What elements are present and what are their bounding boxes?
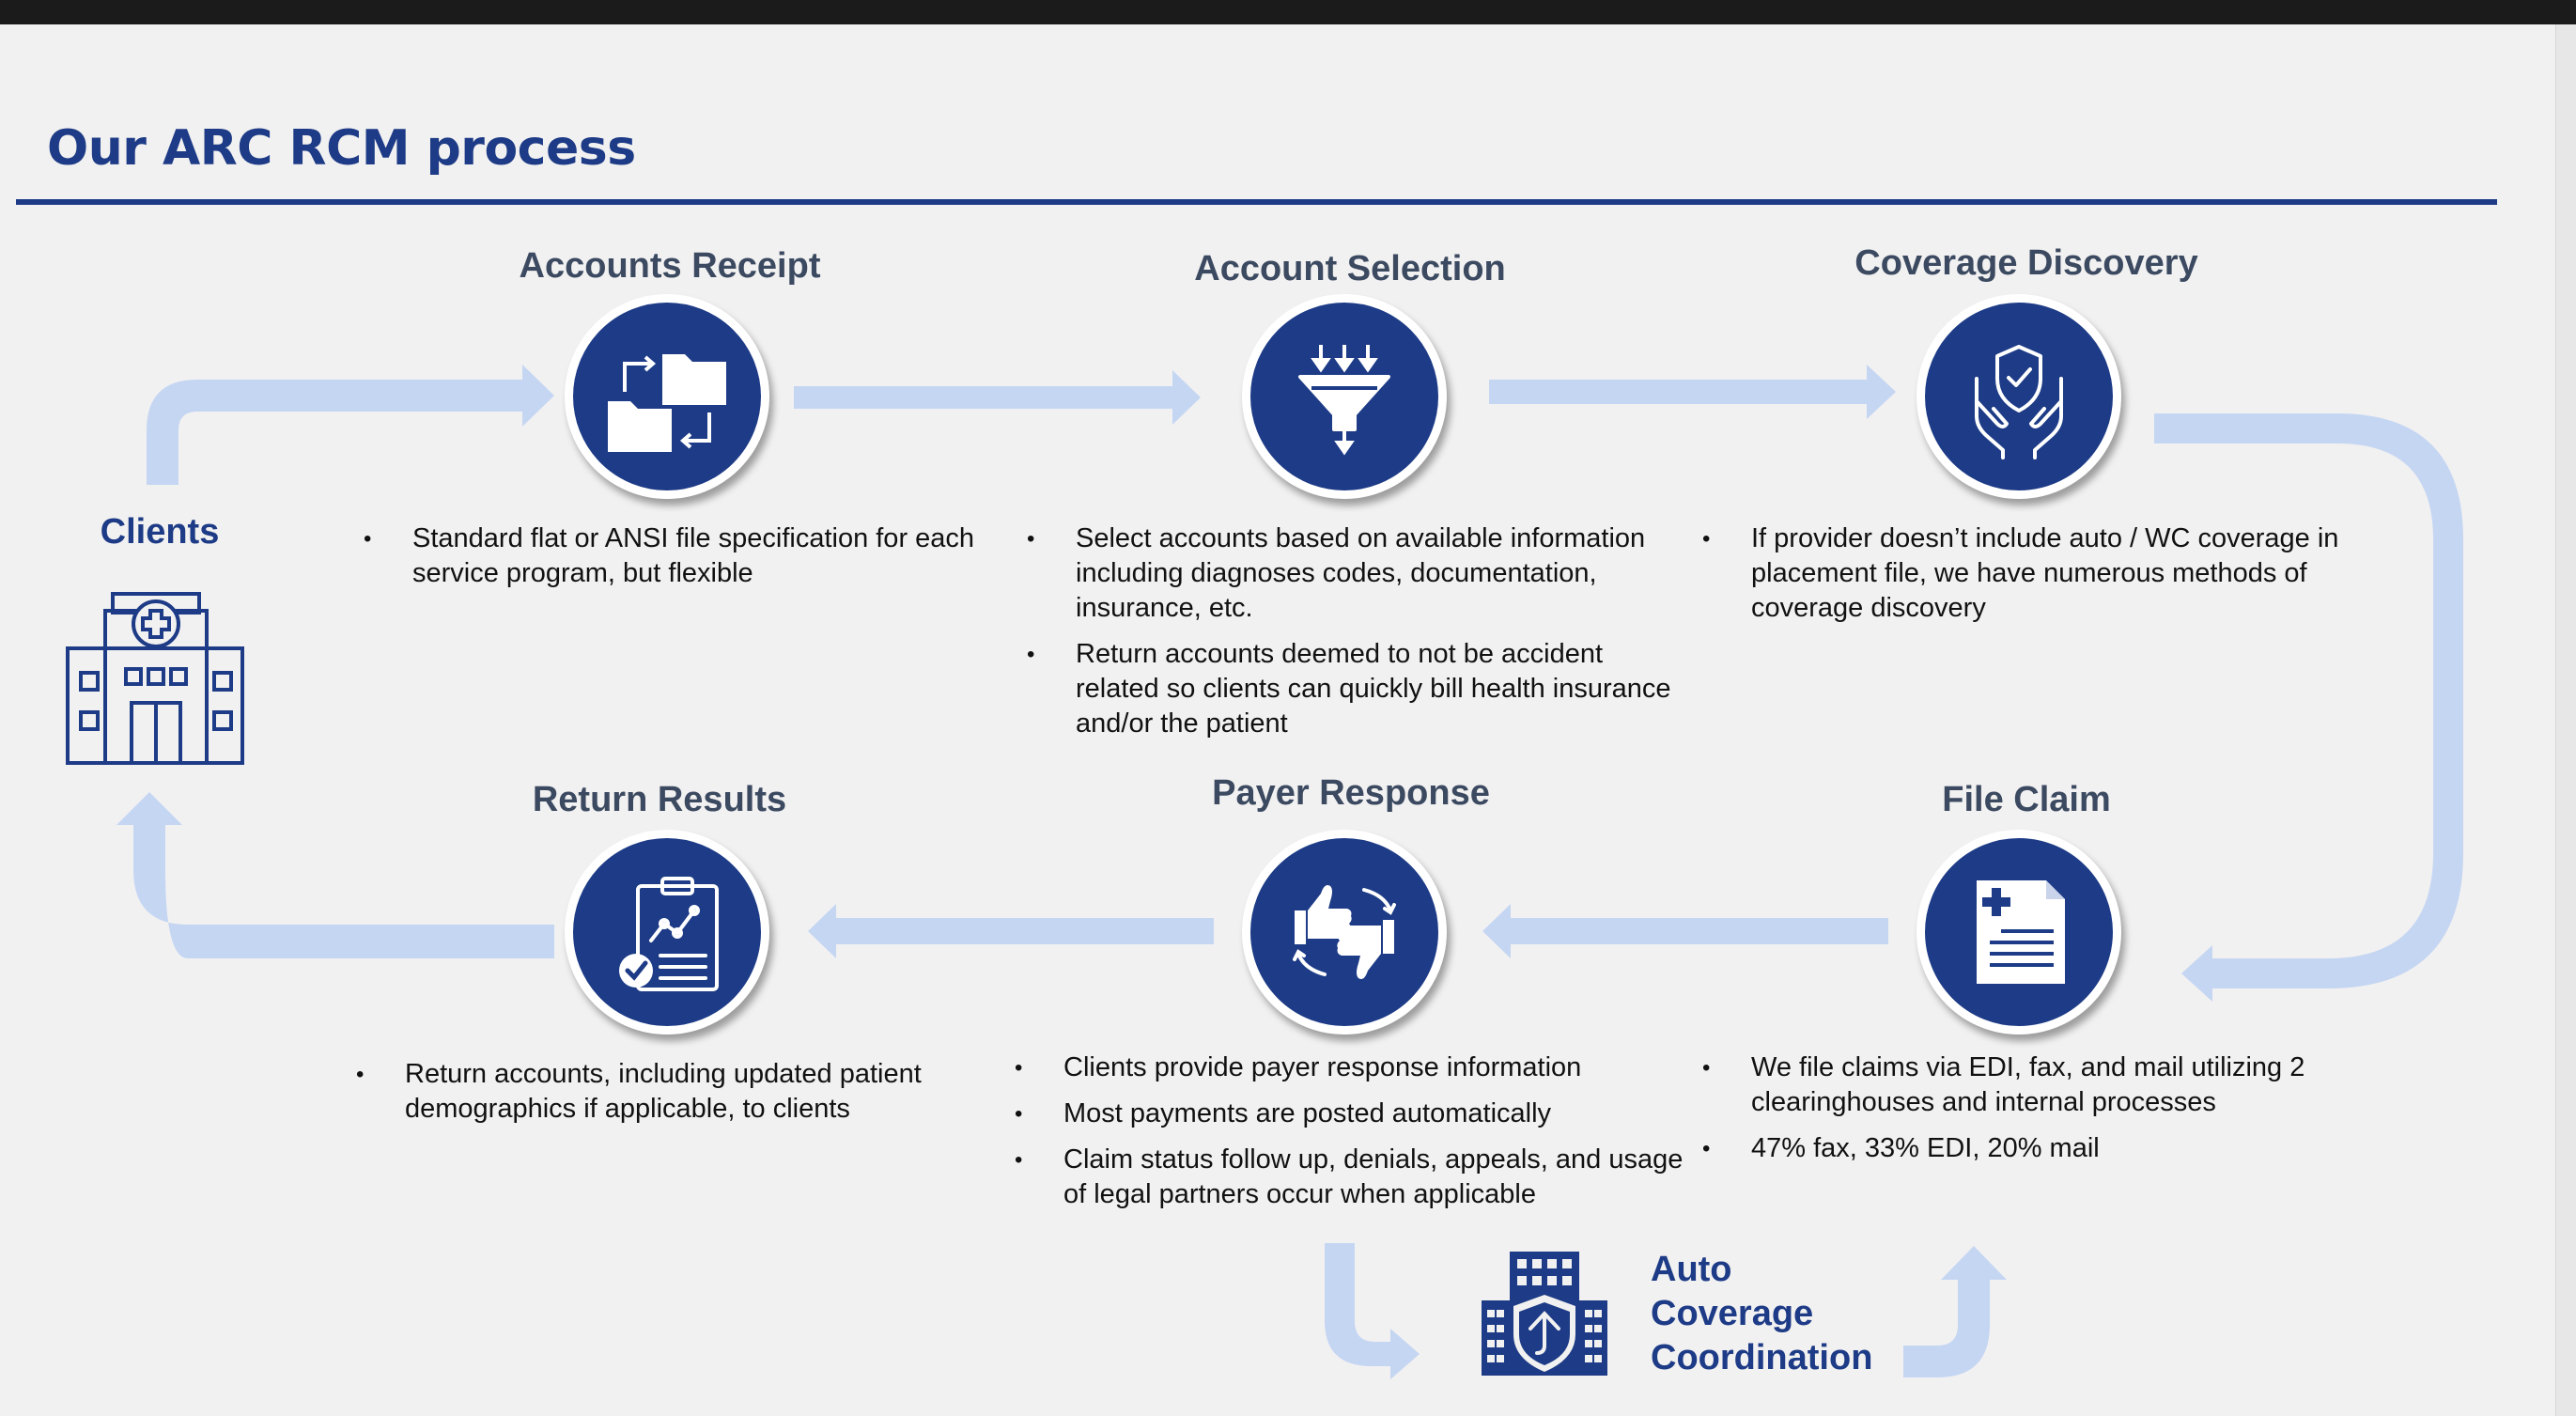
clipboard-check-icon: [619, 877, 719, 991]
return-results-circle: [565, 830, 769, 1035]
return-results-bullets: Return accounts, including updated patie…: [356, 1057, 995, 1138]
arrow-selection-to-discovery: [1489, 365, 1896, 419]
account-selection-bullets: Select accounts based on available infor…: [1027, 521, 1684, 753]
accounts-receipt-circle: [565, 294, 769, 499]
arrow-fileclaim-to-payer: [1482, 904, 1888, 958]
top-bar: [0, 0, 2576, 24]
arrow-receipt-to-selection: [794, 370, 1201, 425]
list-item: Standard flat or ANSI file specification…: [364, 521, 984, 591]
payer-response-circle: [1242, 830, 1447, 1035]
list-item: Most payments are posted automatically: [1015, 1097, 1691, 1131]
accounts-receipt-heading: Accounts Receipt: [519, 246, 821, 286]
return-results-heading: Return Results: [532, 780, 787, 819]
payer-response-heading: Payer Response: [1212, 773, 1490, 813]
auto-coverage-line: Coordination: [1651, 1338, 1873, 1377]
account-selection-heading: Account Selection: [1194, 249, 1506, 288]
list-item: Return accounts, including updated patie…: [356, 1057, 995, 1127]
coverage-discovery-heading: Coverage Discovery: [1854, 243, 2198, 283]
slide-edge: [2555, 24, 2576, 1416]
file-claim-heading: File Claim: [1942, 780, 2111, 819]
list-item: Clients provide payer response informati…: [1015, 1050, 1691, 1085]
arrow-discovery-to-fileclaim: [2154, 413, 2463, 1002]
clients-label: Clients: [100, 512, 220, 552]
file-claim-bullets: We file claims via EDI, fax, and mail ut…: [1702, 1050, 2360, 1177]
arrow-return-to-clients: [116, 792, 554, 958]
list-item: Claim status follow up, denials, appeals…: [1015, 1143, 1691, 1212]
file-transfer-icon: [608, 354, 726, 452]
account-selection-circle: [1242, 294, 1447, 499]
medical-document-icon: [1977, 880, 2065, 984]
thumbs-exchange-icon: [1293, 885, 1396, 979]
shield-hands-icon: [1975, 345, 2063, 459]
payer-response-bullets: Clients provide payer response informati…: [1015, 1050, 1691, 1223]
arrow-clients-to-receipt: [147, 365, 554, 485]
list-item: 47% fax, 33% EDI, 20% mail: [1702, 1131, 2360, 1166]
auto-coverage-line: Coverage: [1651, 1294, 1814, 1333]
auto-coverage-line: Auto: [1651, 1250, 1732, 1289]
arrow-auto-to-fileclaim: [1903, 1246, 2007, 1377]
auto-coverage-label: Auto Coverage Coordination: [1651, 1248, 1872, 1380]
list-item: Select accounts based on available infor…: [1027, 521, 1684, 626]
arrow-payer-to-return: [808, 904, 1214, 958]
list-item: We file claims via EDI, fax, and mail ut…: [1702, 1050, 2360, 1120]
page-title: Our ARC RCM process: [47, 120, 636, 177]
coverage-discovery-circle: [1916, 294, 2121, 499]
arrow-payer-to-auto: [1325, 1243, 1420, 1379]
accounts-receipt-bullets: Standard flat or ANSI file specification…: [364, 521, 984, 602]
title-divider: [16, 199, 2497, 205]
funnel-icon: [1298, 345, 1390, 456]
file-claim-circle: [1916, 830, 2121, 1035]
coverage-discovery-bullets: If provider doesn’t include auto / WC co…: [1702, 521, 2360, 637]
building-shield-icon: [1482, 1252, 1607, 1376]
list-item: Return accounts deemed to not be acciden…: [1027, 637, 1684, 741]
list-item: If provider doesn’t include auto / WC co…: [1702, 521, 2360, 626]
hospital-icon: [66, 592, 244, 765]
